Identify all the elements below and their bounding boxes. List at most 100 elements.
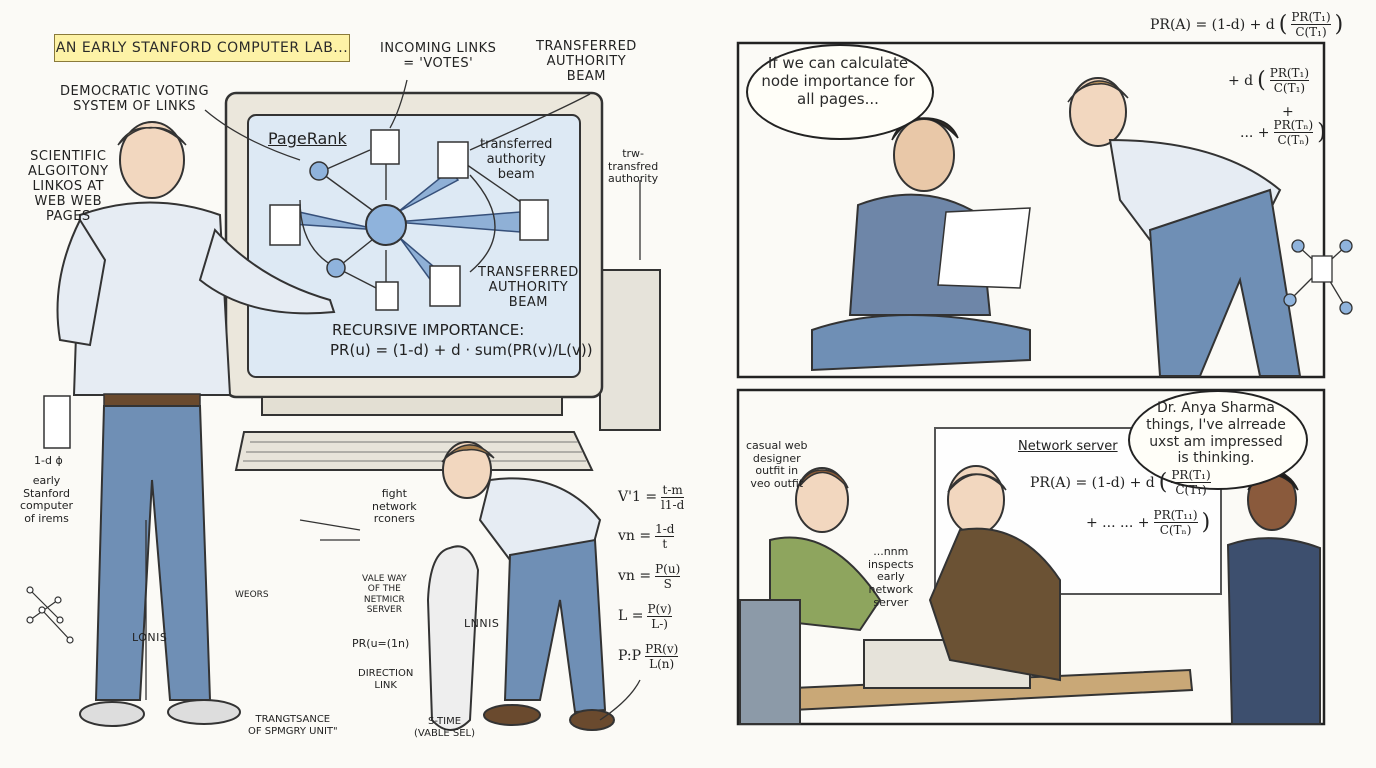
eq5-lhs: P:P: [618, 648, 642, 664]
inspects-line2: inspects: [868, 557, 914, 571]
side-note-label: trw- transfred authority: [608, 147, 659, 186]
top-formula-dots: ... +: [1240, 124, 1270, 141]
casual-line2: designer: [752, 451, 801, 465]
woman-green-figure: [739, 467, 882, 725]
trangt-line1: TRANGTSANCE: [255, 714, 331, 725]
scientific-line2: ALGOITONY: [28, 163, 109, 179]
casual-line3: outfit in: [755, 464, 799, 478]
speech-bubble-bottom-text: Dr. Anya Sharma things, I've alrreade ux…: [1128, 400, 1304, 467]
fight-line1: fight: [381, 487, 407, 500]
annotation-arrows: [145, 79, 641, 721]
direction-link-label: DIRECTION LINK: [358, 668, 413, 691]
vale-line4: SERVER: [366, 605, 402, 616]
screen-transferred-label: transferred authority beam: [480, 137, 553, 183]
leaning-man-figure: [441, 441, 615, 731]
screen-formula: PR(u) = (1-d) + d · sum(PR(v)/L(v)): [330, 341, 593, 359]
eq3-num: P(u): [655, 561, 681, 577]
speech-bottom-line3: uxst am impressed: [1149, 433, 1283, 450]
incoming-links-line2: = 'VOTES': [403, 55, 474, 71]
screen-transferred-caps-label: TRANSFERRED AUTHORITY BEAM: [478, 265, 579, 311]
side-note-line3: authority: [608, 172, 659, 186]
eq3-den: S: [663, 576, 672, 591]
inspects-line5: server: [873, 595, 909, 609]
early-line4: of irems: [24, 511, 69, 525]
board-frac-num: PR(T₁): [1171, 468, 1211, 483]
whiteboard-formula-line2: + ... ... + PR(T₁₁) C(Tₙ) ): [1086, 508, 1211, 537]
democratic-line2: SYSTEM OF LINKS: [73, 98, 196, 114]
side-eq-5: P:P PR(v) L(n): [618, 636, 684, 676]
top-formula-line3: ... + PR(Tₙ) C(Tₙ) ): [1240, 118, 1326, 147]
trangt-line2: OF SPMGRY UNIT": [248, 725, 338, 737]
monitor-base-shape: [261, 396, 563, 416]
scientific-line3: LINKOS AT: [32, 178, 105, 194]
top-formula-frac3-den: C(Tₙ): [1277, 133, 1310, 147]
fight-line3: rconers: [373, 512, 415, 526]
vale-line1: VALE WAY: [362, 574, 407, 584]
board-formula-head: PR(A) = (1-d) + d: [1030, 474, 1155, 491]
eq1-lhs: V'1 =: [618, 489, 658, 505]
doc-formula-label: 1-d ɸ: [34, 454, 63, 467]
whiteboard-title: Network server: [1018, 439, 1118, 454]
board-frac2-den: C(Tₙ): [1159, 523, 1192, 537]
screen-transferred-caps-line1: TRANSFERRED: [478, 265, 579, 280]
stime-line1: S-TIME: [427, 716, 462, 727]
graph-doodle: [26, 586, 74, 644]
democratic-voting-label: DEMOCRATIC VOTING SYSTEM OF LINKS: [60, 84, 209, 115]
pagerank-graph: [269, 129, 549, 311]
eq1-num: t-m: [661, 482, 685, 498]
lnnis-label: LNNIS: [464, 617, 500, 630]
speech-top-line2: node importance for: [761, 72, 915, 90]
back-monitor-shape: [599, 269, 661, 431]
screen-title: PageRank: [268, 129, 347, 148]
scientific-line4: WEB WEB: [34, 193, 103, 209]
keyboard-keys: [243, 441, 586, 462]
early-line2: Stanford: [23, 486, 70, 500]
board-dots: + ... ... +: [1086, 514, 1150, 531]
top-formula-frac-num: PR(T₁): [1291, 10, 1331, 25]
side-eq-1: V'1 = t-m l1-d: [618, 478, 685, 516]
vale-way-label: VALE WAY OF THE NETMICR SERVER: [362, 574, 407, 615]
trangtsance-label: TRANGTSANCE OF SPMGRY UNIT": [248, 714, 338, 737]
top-formula-plus: +: [1282, 104, 1294, 120]
eq2-den: t: [662, 536, 668, 551]
screen-recursive-label: RECURSIVE IMPORTANCE:: [332, 321, 525, 339]
side-note-line2: transfred: [608, 159, 659, 173]
early-line3: computer: [20, 499, 74, 513]
transferred-top-line1: TRANSFERRED: [536, 39, 637, 54]
screen-transferred-line3: beam: [497, 166, 535, 182]
incoming-links-line1: INCOMING LINKS: [380, 41, 497, 56]
title-banner-text: AN EARLY STANFORD COMPUTER LAB...: [55, 40, 349, 56]
pr-small-label: PR(u=(1n): [352, 637, 410, 650]
top-formula-head: PR(A) = (1-d) + d: [1150, 16, 1275, 33]
eq2-num: 1-d: [655, 521, 675, 537]
mini-network-graph: [1283, 239, 1353, 315]
speech-bubble-bottom: [1128, 390, 1308, 490]
vale-line3: NETMICR: [363, 594, 405, 605]
standing-man-figure: [1067, 77, 1302, 377]
casual-line1: casual web: [746, 439, 808, 452]
vale-line2: OF THE: [367, 584, 401, 595]
speech-bubble-top: [746, 44, 934, 140]
professor-figure: [928, 465, 1061, 682]
sole-sketch: [426, 545, 480, 731]
keyboard-shape: [234, 431, 594, 471]
top-formula-frac-den: C(T₁): [1295, 25, 1327, 39]
side-eq-2: vn = 1-d t: [618, 516, 684, 556]
speech-bottom-line2: things, I've alrreade: [1146, 416, 1286, 433]
fight-line2: network: [372, 499, 417, 513]
eq4-lhs: L =: [618, 608, 644, 624]
lonis-label: LONIS: [132, 631, 168, 644]
side-eq-4: L = P(v) L-): [618, 596, 684, 636]
inspects-line4: network: [868, 582, 914, 596]
top-formula: PR(A) = (1-d) + d ( PR(T₁) C(T₁) ): [1150, 10, 1344, 39]
side-note-line1: trw-: [622, 147, 644, 160]
presenter-figure: [56, 121, 336, 727]
inspects-line1: ...nnm: [873, 545, 909, 558]
screen-transferred-caps-line2: AUTHORITY: [488, 279, 569, 295]
scientific-line5: PAGES: [45, 208, 91, 224]
incoming-links-label: INCOMING LINKS = 'VOTES': [380, 41, 497, 72]
board-frac-den: C(T₁): [1175, 483, 1207, 497]
screen-transferred-line1: transferred: [480, 137, 553, 152]
screen-transferred-line2: authority: [486, 151, 546, 167]
